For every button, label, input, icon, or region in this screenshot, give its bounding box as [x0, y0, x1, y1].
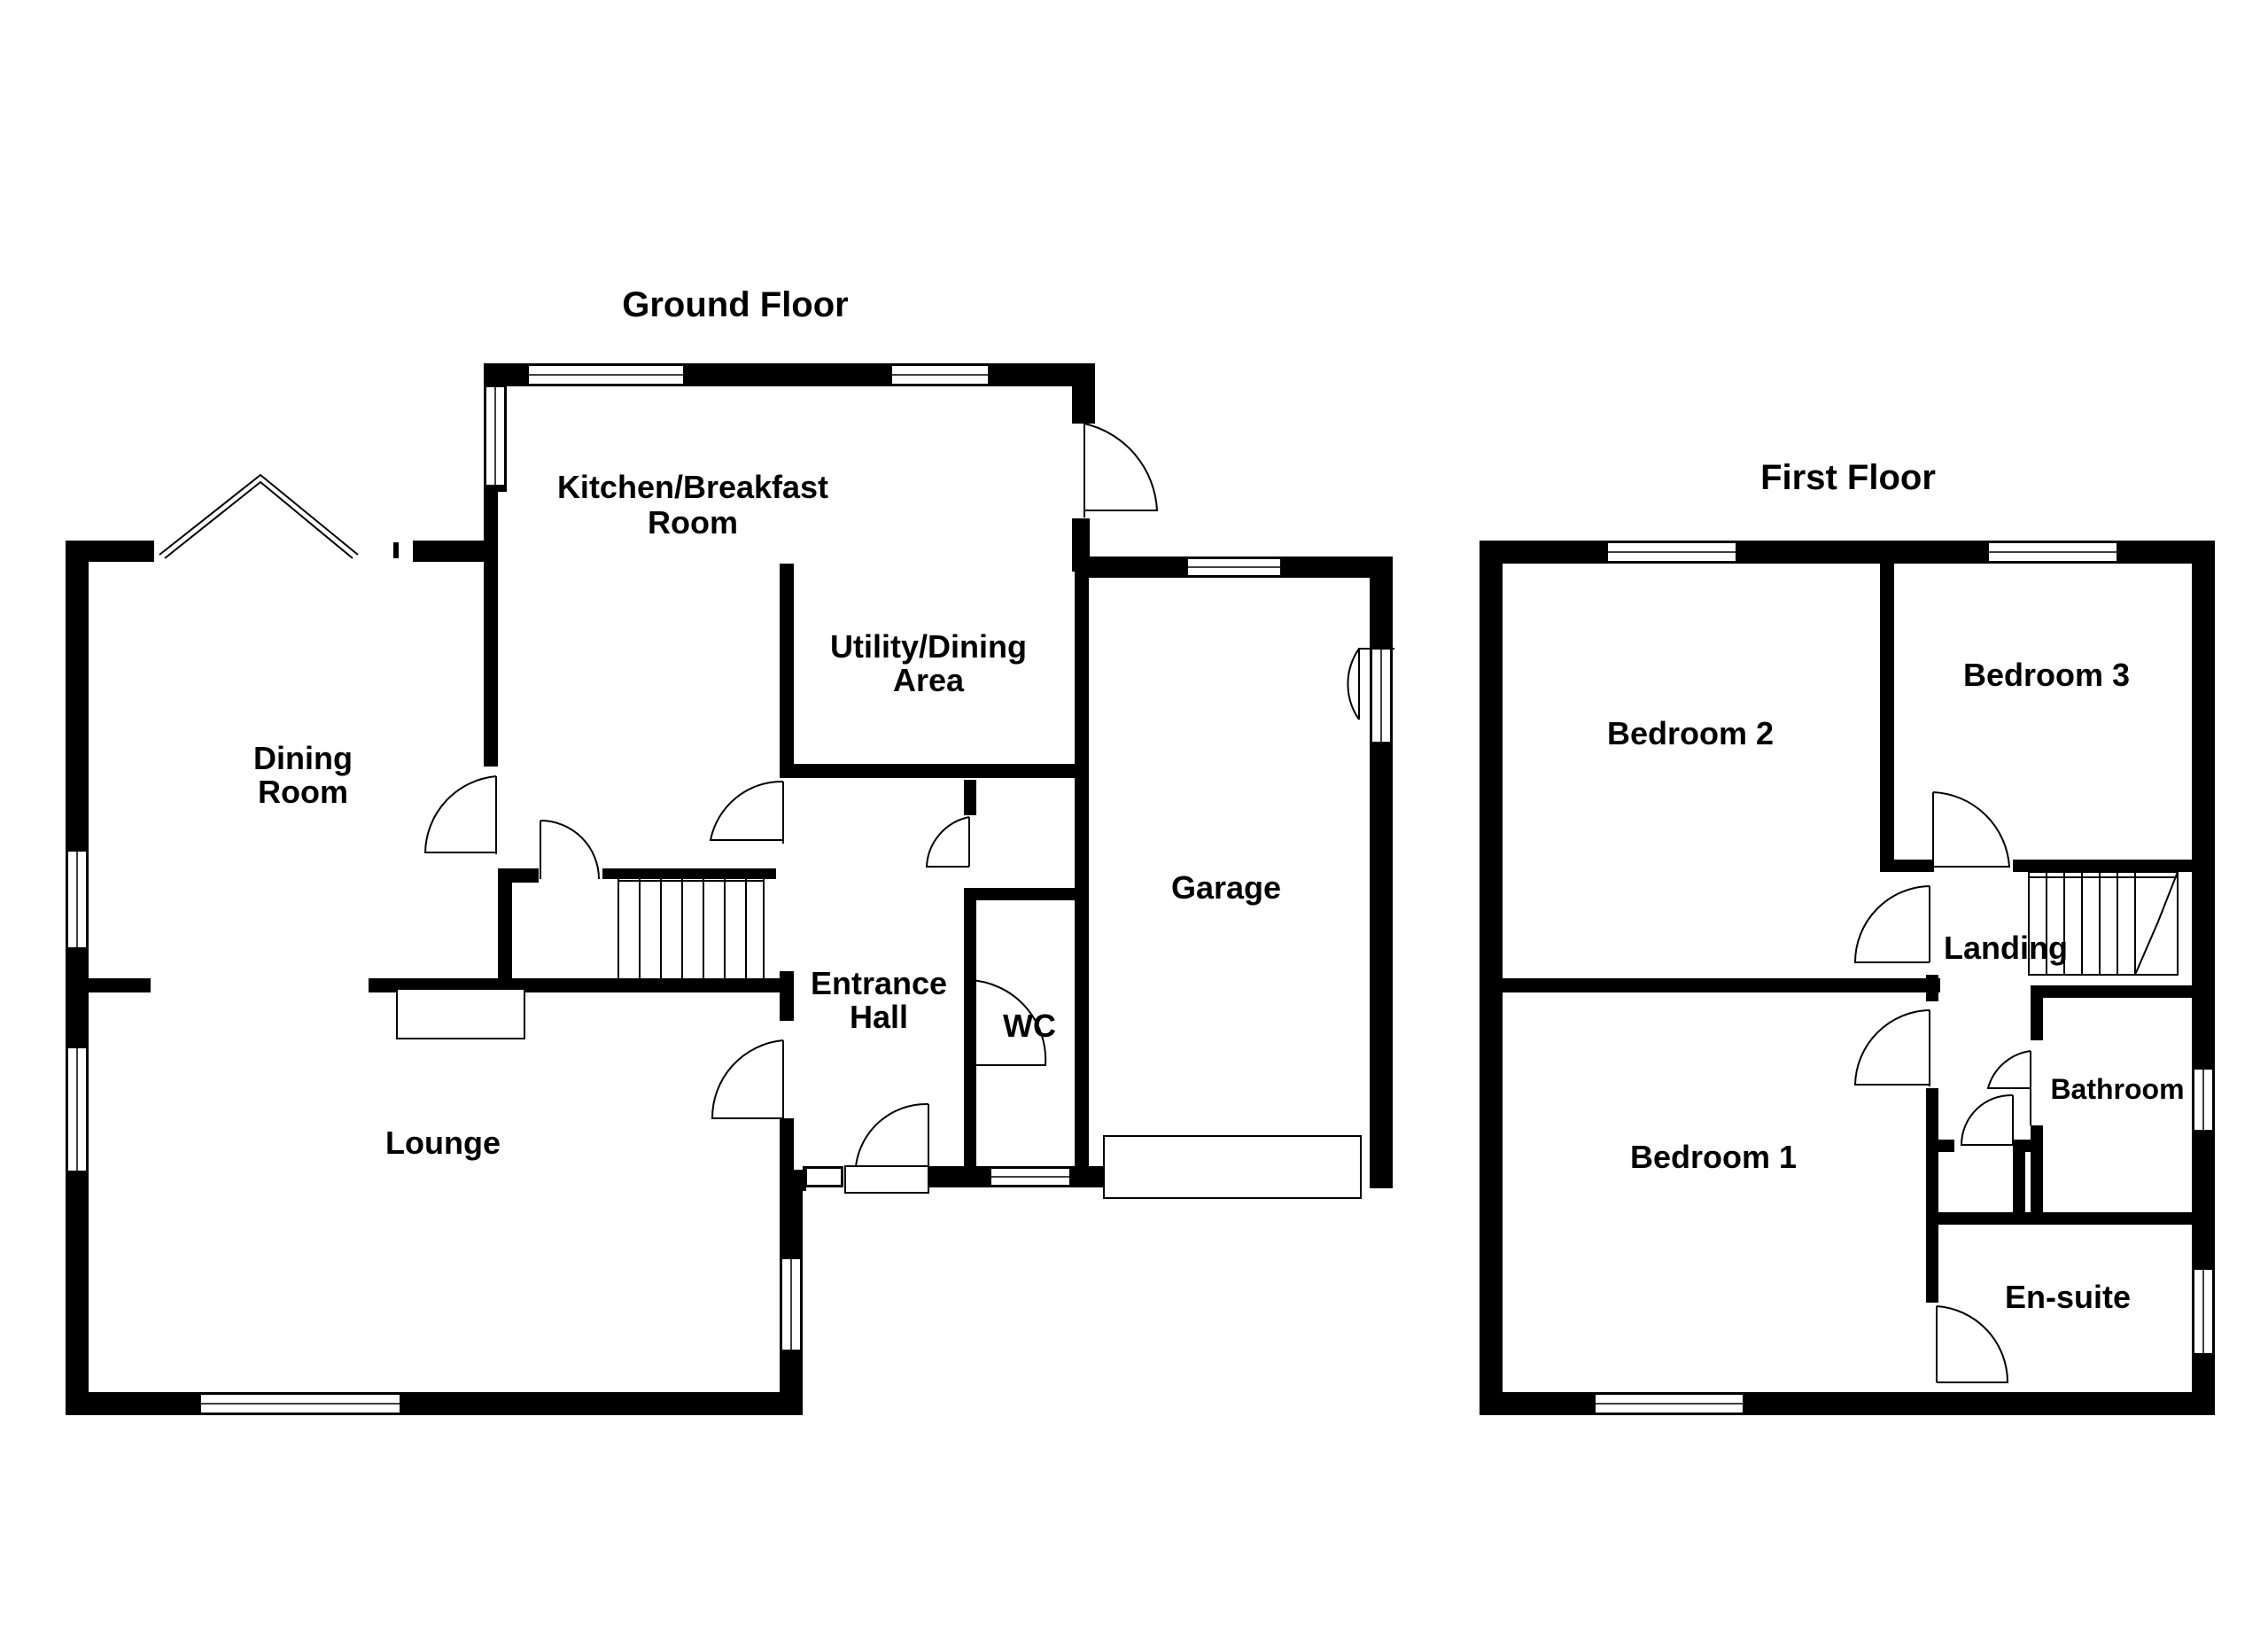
ground-floor-labels: Kitchen/Breakfast Room Dining Room Utili…	[253, 469, 1281, 1161]
room-label-bedroom1: Bedroom 1	[1630, 1139, 1797, 1175]
room-label-wc: WC	[1003, 1008, 1056, 1044]
door	[1347, 648, 1394, 720]
room-label-lounge: Lounge	[385, 1125, 501, 1161]
room-label-entrance-hall: Entrance	[811, 965, 947, 1001]
ground-floor-title: Ground Floor	[622, 285, 849, 324]
door	[1084, 423, 1159, 518]
first-floor-windows	[1594, 541, 2214, 1414]
door	[540, 820, 600, 880]
door	[423, 775, 497, 854]
window	[805, 1167, 843, 1187]
door	[1853, 885, 1930, 963]
room-label-entrance-hall: Hall	[850, 999, 908, 1035]
room-label-bedroom3: Bedroom 3	[1963, 657, 2130, 693]
garage-door	[1103, 1135, 1362, 1199]
room-label-kitchen: Room	[648, 504, 738, 541]
room-label-landing: Landing	[1944, 930, 2068, 966]
room-label-dining: Dining	[253, 740, 353, 776]
door	[1960, 1094, 2014, 1146]
door	[1932, 791, 2011, 872]
first-floor-labels: Bedroom 2 Bedroom 3 Landing Bathroom Bed…	[1607, 657, 2185, 1315]
first-floor-doors	[1853, 791, 2031, 1383]
room-label-bedroom2: Bedroom 2	[1607, 715, 1774, 751]
first-floor-plan: First Floor	[1480, 458, 2215, 1415]
door	[1853, 1009, 1930, 1086]
door	[854, 1102, 929, 1167]
door	[1986, 1050, 2031, 1125]
door	[925, 816, 970, 868]
room-label-bathroom: Bathroom	[2050, 1073, 2184, 1105]
door	[968, 979, 1047, 1066]
ground-floor-doors	[423, 423, 1394, 1194]
room-label-garage: Garage	[1171, 869, 1281, 906]
room-label-utility: Area	[893, 662, 965, 698]
ground-floor-windows	[66, 364, 1392, 1414]
room-label-utility: Utility/Dining	[830, 628, 1027, 665]
door	[711, 1039, 784, 1119]
room-label-ensuite: En-suite	[2005, 1279, 2131, 1315]
front-door	[844, 1165, 929, 1194]
first-floor-title: First Floor	[1760, 458, 1936, 497]
room-label-dining: Room	[258, 774, 348, 810]
hearth	[396, 988, 525, 1039]
first-floor-stairs	[2028, 871, 2179, 976]
door	[1936, 1305, 2009, 1383]
ground-floor-stairs	[617, 875, 765, 981]
ground-floor-plan: Ground Floor	[66, 285, 1394, 1415]
door	[709, 780, 784, 844]
room-label-kitchen: Kitchen/Breakfast	[557, 469, 828, 505]
bifold-doors	[159, 473, 359, 556]
